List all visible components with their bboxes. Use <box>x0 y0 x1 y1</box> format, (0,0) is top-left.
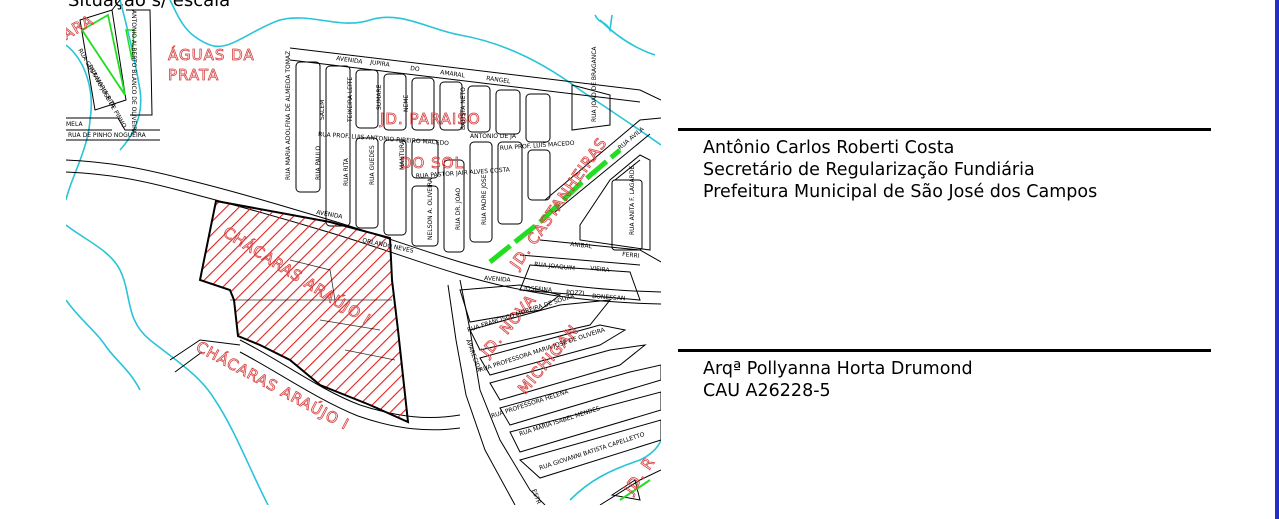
northwest-green-area <box>80 13 126 96</box>
signature-org: Prefeitura Municipal de São José dos Cam… <box>703 182 1098 202</box>
street-label: BATISTA NETO <box>460 87 467 130</box>
city-blocks <box>295 61 661 301</box>
map-header-title: Situação s/ escala <box>68 0 231 11</box>
signature-block-1: Antônio Carlos Roberti Costa Secretário … <box>703 137 1097 203</box>
street-label: AVENIDA <box>484 275 512 284</box>
street-label: NEME <box>403 95 410 112</box>
street-label: RUA PADRE JOSE <box>481 174 488 225</box>
location-map: ÁGUAS DA PRATA JD. PARAISO DO SOL JD. CA… <box>66 0 661 505</box>
street-label: RUA PAULO <box>315 146 322 180</box>
signature-name: Arqª Pollyanna Horta Drumond <box>703 359 973 379</box>
nb-label-prata: PRATA <box>168 66 219 84</box>
signature-registration: CAU A26228-5 <box>703 381 831 401</box>
street-label: RUA JOAO DE BRAGANCA <box>591 46 598 122</box>
nb-label-jd-r: JD. R <box>620 453 659 498</box>
signature-block-2: Arqª Pollyanna Horta Drumond CAU A26228-… <box>703 358 973 402</box>
signature-line-2 <box>678 349 1211 352</box>
southeast-blocks <box>447 279 661 505</box>
street-label: JOSEFINA <box>523 285 553 294</box>
street-label: MANTURA <box>399 139 406 170</box>
nb-label-sol: DO SOL <box>400 154 464 172</box>
street-label: SUMARE <box>376 84 383 110</box>
nb-label-paraiso: JD. PARAISO <box>379 110 481 128</box>
street-label: AVENIDA <box>336 55 364 66</box>
regularization-area <box>198 199 410 424</box>
street-label: JUPIRA <box>369 59 391 69</box>
street-label: RUA MARIA ADOLFINA DE ALMEIDA TOMAZ <box>285 51 292 180</box>
street-label: ANIBAL <box>570 241 593 250</box>
street-label: MELA <box>66 121 83 128</box>
frame-border <box>1275 0 1279 519</box>
street-label: BONESSAN <box>592 293 626 302</box>
street-label: DO <box>410 65 421 73</box>
street-label: VIEIRA <box>590 265 611 274</box>
street-label: FERRI <box>622 251 640 260</box>
street-label: AVENIDA <box>316 209 344 221</box>
water-courses <box>66 0 661 505</box>
street-label: RUA JOAQUIM <box>534 261 576 272</box>
street-label: RUA DR. JOAO <box>455 188 462 230</box>
street-label: NELSON A. OLIVEIRA <box>427 177 434 240</box>
street-label: ANTONIO ALBERTO BLANCO DE OLIVEIRA <box>130 10 137 135</box>
street-label: RUA GIOVANNI BATISTA CAPELLETTO <box>538 431 645 472</box>
street-label: RUA ANITA F. LAGARDE <box>629 166 636 235</box>
street-label: RUA RITA <box>343 157 350 186</box>
nb-label-aguas: ÁGUAS DA <box>168 45 255 64</box>
northwest-parcels <box>66 0 160 141</box>
street-label: RANGEL <box>486 75 512 85</box>
street-label: RUA DE PINHO NOGUEIRA <box>68 132 147 139</box>
street-label: RUA AVILA <box>617 125 647 151</box>
signature-name: Antônio Carlos Roberti Costa <box>703 138 955 158</box>
signature-line-1 <box>678 128 1211 131</box>
street-label: ESTR <box>530 488 542 505</box>
street-label: TEIXEIRA LEITE <box>347 77 354 123</box>
street-label: SALEM <box>319 100 326 120</box>
street-label: APARECIDA <box>464 338 483 373</box>
street-label: RUA GUEDES <box>369 145 376 185</box>
street-label: POZZI <box>566 289 585 297</box>
street-label: AMARAL <box>440 69 466 79</box>
street-label: ANTONIO DE JA <box>470 133 517 140</box>
castanheiras-green-strip <box>488 148 622 264</box>
signature-role: Secretário de Regularização Fundiária <box>703 160 1035 180</box>
